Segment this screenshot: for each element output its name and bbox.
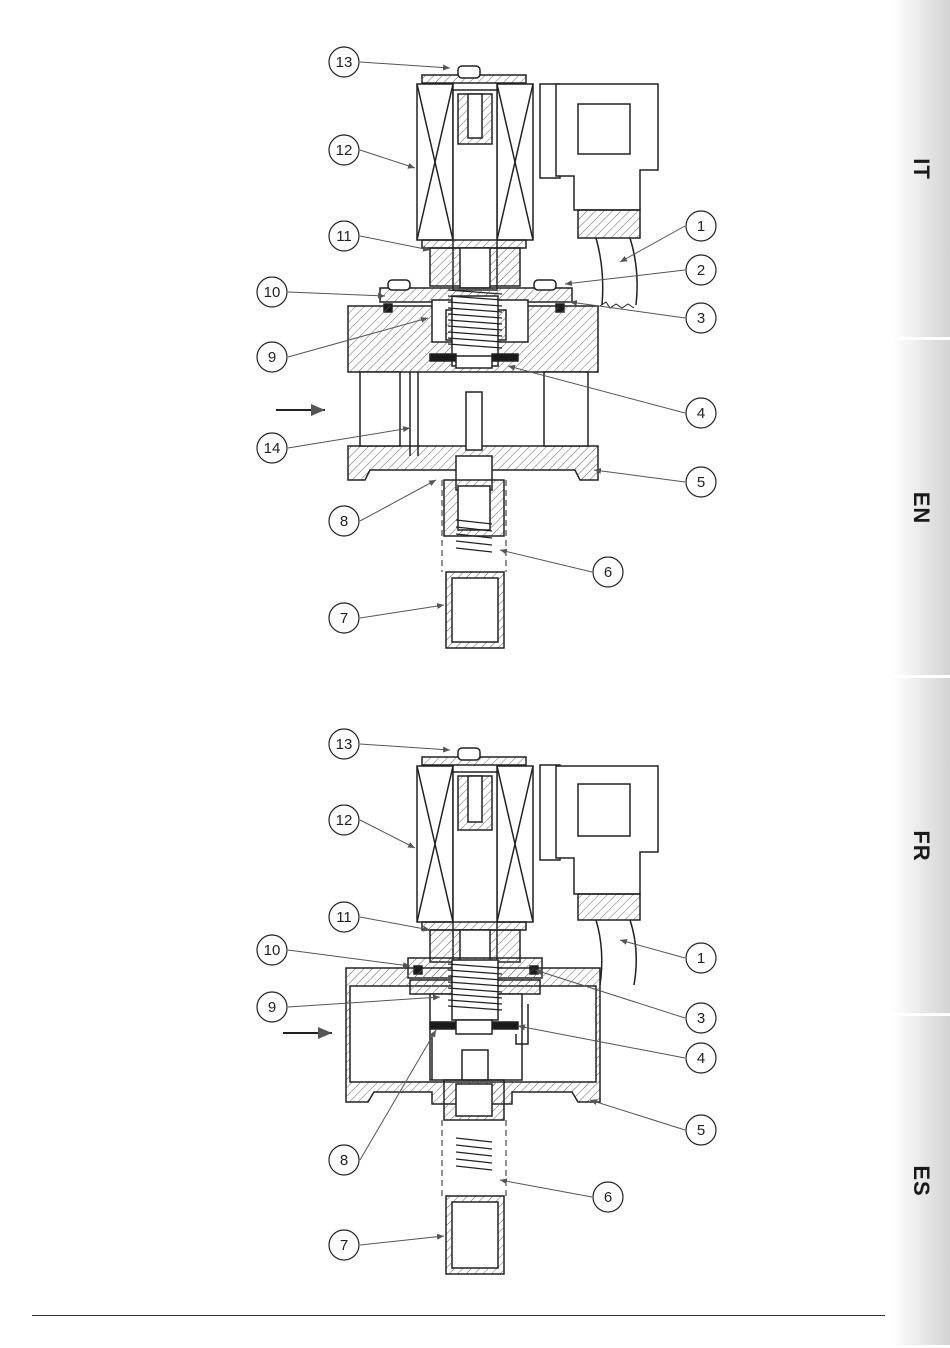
callout-number: 4 [697,1050,705,1067]
callout-top-6: 6 [500,550,623,587]
callout-number: 1 [697,950,705,967]
callout-number: 13 [336,54,353,71]
callout-top-13: 13 [329,47,450,77]
leader-line [360,150,415,168]
callout-bottom-11: 11 [329,902,430,932]
leader-line [620,940,685,958]
callout-top-12: 12 [329,135,415,168]
callout-bottom-12: 12 [329,805,415,848]
cable-gland [578,210,640,238]
callout-number: 11 [336,228,352,245]
callout-number: 12 [336,142,353,159]
callout-bottom-6: 6 [500,1180,623,1212]
callout-number: 8 [340,513,348,530]
leader-line [360,605,444,618]
callout-top-7: 7 [329,603,444,633]
cable [596,238,603,305]
callout-number: 9 [268,999,276,1016]
callout-number: 3 [697,310,705,327]
callout-number: 8 [340,1152,348,1169]
callout-number: 1 [697,218,705,235]
tab-label-es: ES [908,1152,934,1210]
cap-screw [458,66,480,78]
tab-fr[interactable]: FR [892,678,950,1016]
callout-number: 4 [697,405,705,422]
callout-number: 10 [264,942,281,959]
callout-number: 5 [697,474,705,491]
callout-number: 9 [268,349,276,366]
callout-top-2: 2 [565,255,716,285]
callout-top-8: 8 [329,480,436,536]
callout-number: 6 [604,1189,612,1206]
callout-bottom-10: 10 [257,935,410,966]
callout-bottom-5: 5 [590,1100,716,1145]
callout-number: 7 [340,610,348,627]
callout-bottom-7: 7 [329,1230,444,1260]
callout-bottom-1: 1 [620,940,716,973]
tab-es[interactable]: ES [892,1016,950,1348]
language-tabs: IT EN FR ES [892,0,950,1348]
leader-line [288,950,410,966]
leader-line [500,1180,592,1197]
leader-line [360,62,450,68]
callout-number: 7 [340,1237,348,1254]
leader-line [590,1100,685,1130]
callout-top-10: 10 [257,277,385,307]
callout-number: 3 [697,1010,705,1027]
leader-line [360,1236,444,1245]
leader-line [565,270,685,284]
callout-number: 13 [336,736,353,753]
leader-line [360,820,415,848]
callout-number: 14 [264,440,281,457]
callout-number: 6 [604,564,612,581]
tab-label-fr: FR [908,817,934,875]
leader-line [594,470,685,482]
tab-label-it: IT [908,140,934,198]
callout-bottom-13: 13 [329,729,450,759]
callout-number: 11 [336,909,352,926]
tab-en[interactable]: EN [892,340,950,678]
callout-top-11: 11 [329,221,430,251]
leader-line [500,550,592,572]
callout-number: 10 [264,284,281,301]
callout-number: 2 [697,262,705,279]
leader-line [360,744,450,750]
leader-line [288,292,385,296]
callout-number: 12 [336,812,353,829]
leader-line [360,480,436,521]
tab-label-en: EN [908,479,934,537]
callout-number: 5 [697,1122,705,1139]
footer-rule [32,1315,885,1316]
tab-it[interactable]: IT [892,0,950,340]
callout-top-5: 5 [594,467,716,497]
